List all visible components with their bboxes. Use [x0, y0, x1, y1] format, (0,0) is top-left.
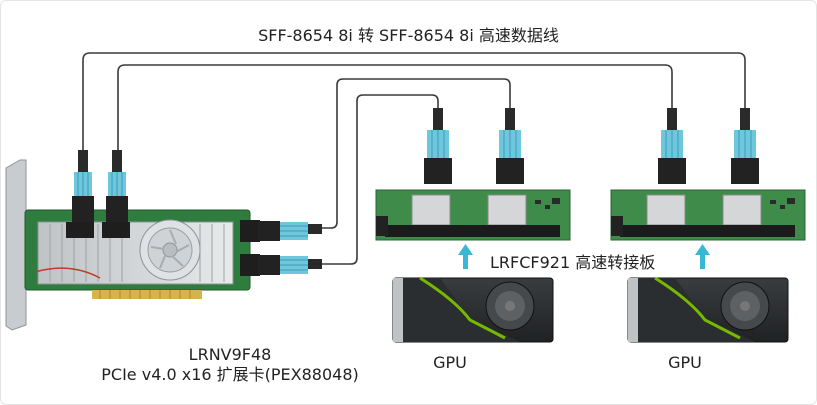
arrow-icon-2 — [695, 244, 710, 269]
card-side-cable-connectors — [258, 221, 322, 275]
card-model: LRNV9F48 — [188, 345, 272, 364]
cable-2 — [117, 64, 673, 150]
adapter-board-1 — [375, 108, 571, 241]
adapter-label: LRFCF921 高速转接板 — [490, 253, 656, 272]
expansion-card-image — [5, 159, 260, 331]
data-cables — [82, 52, 746, 265]
card-top-cable-connectors — [72, 150, 128, 222]
cable-1 — [82, 52, 746, 150]
gpu-label-2: GPU — [668, 353, 702, 372]
adapter-board-2 — [610, 108, 806, 241]
cable-4 — [322, 94, 439, 265]
arrow-icon — [458, 244, 473, 269]
gpu-image-1 — [392, 276, 554, 343]
gpu-label-1: GPU — [433, 353, 467, 372]
gpu-image-2 — [627, 276, 789, 343]
cable-3 — [322, 78, 511, 229]
diagram-title: SFF-8654 8i 转 SFF-8654 8i 高速数据线 — [258, 26, 559, 45]
card-label: LRNV9F48 PCIe v4.0 x16 扩展卡(PEX88048) — [100, 345, 360, 385]
card-description: PCIe v4.0 x16 扩展卡(PEX88048) — [101, 365, 359, 384]
